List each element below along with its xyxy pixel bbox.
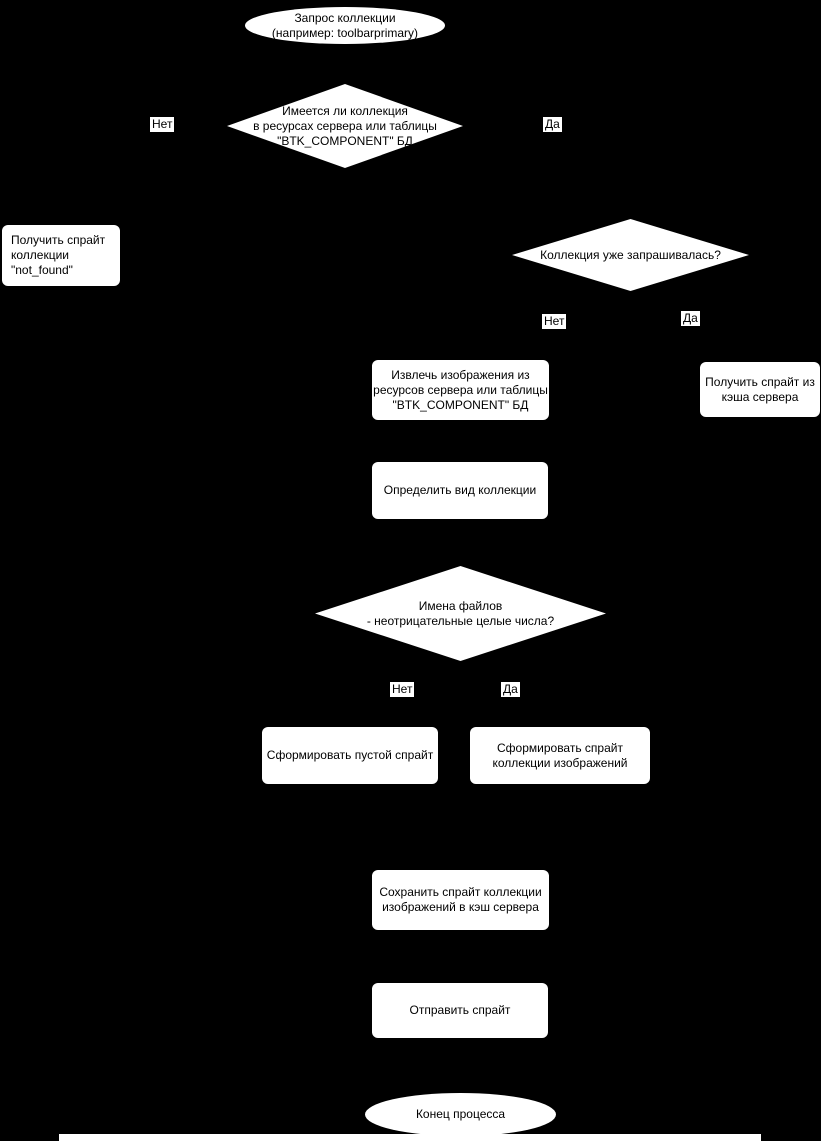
edge-label-requested-no: Нет — [542, 314, 567, 329]
process-determine-collection-type: Определить вид коллекции — [372, 462, 548, 519]
canvas-bottom-edge — [59, 1134, 761, 1141]
edge-label-filenames-no: Нет — [390, 682, 415, 697]
process-make-empty-sprite: Сформировать пустой спрайт — [262, 727, 438, 784]
decision-already-requested: Коллекция уже запрашивалась? — [512, 219, 749, 291]
process-extract-images: Извлечь изображения из ресурсов сервера … — [372, 360, 549, 420]
decision-collection-exists: Имеется ли коллекция в ресурсах сервера … — [227, 84, 463, 168]
edge-label-exists-no: Нет — [150, 117, 175, 132]
edge-label-filenames-yes: Да — [501, 682, 520, 697]
start-node: Запрос коллекции (например: toolbarprima… — [245, 7, 445, 44]
end-node: Конец процесса — [365, 1093, 556, 1136]
process-get-not-found-sprite: Получить спрайт коллекции "not_found" — [2, 225, 120, 286]
process-get-sprite-from-cache: Получить спрайт из кэша сервера — [700, 362, 820, 417]
edge-label-exists-yes: Да — [543, 117, 562, 132]
decision-filenames-are-integers: Имена файлов - неотрицательные целые чис… — [315, 566, 606, 661]
edge-label-requested-yes: Да — [681, 311, 700, 326]
process-make-collection-sprite: Сформировать спрайт коллекции изображени… — [470, 727, 650, 784]
process-send-sprite: Отправить спрайт — [372, 983, 548, 1038]
process-save-sprite-to-cache: Сохранить спрайт коллекции изображений в… — [372, 870, 549, 930]
